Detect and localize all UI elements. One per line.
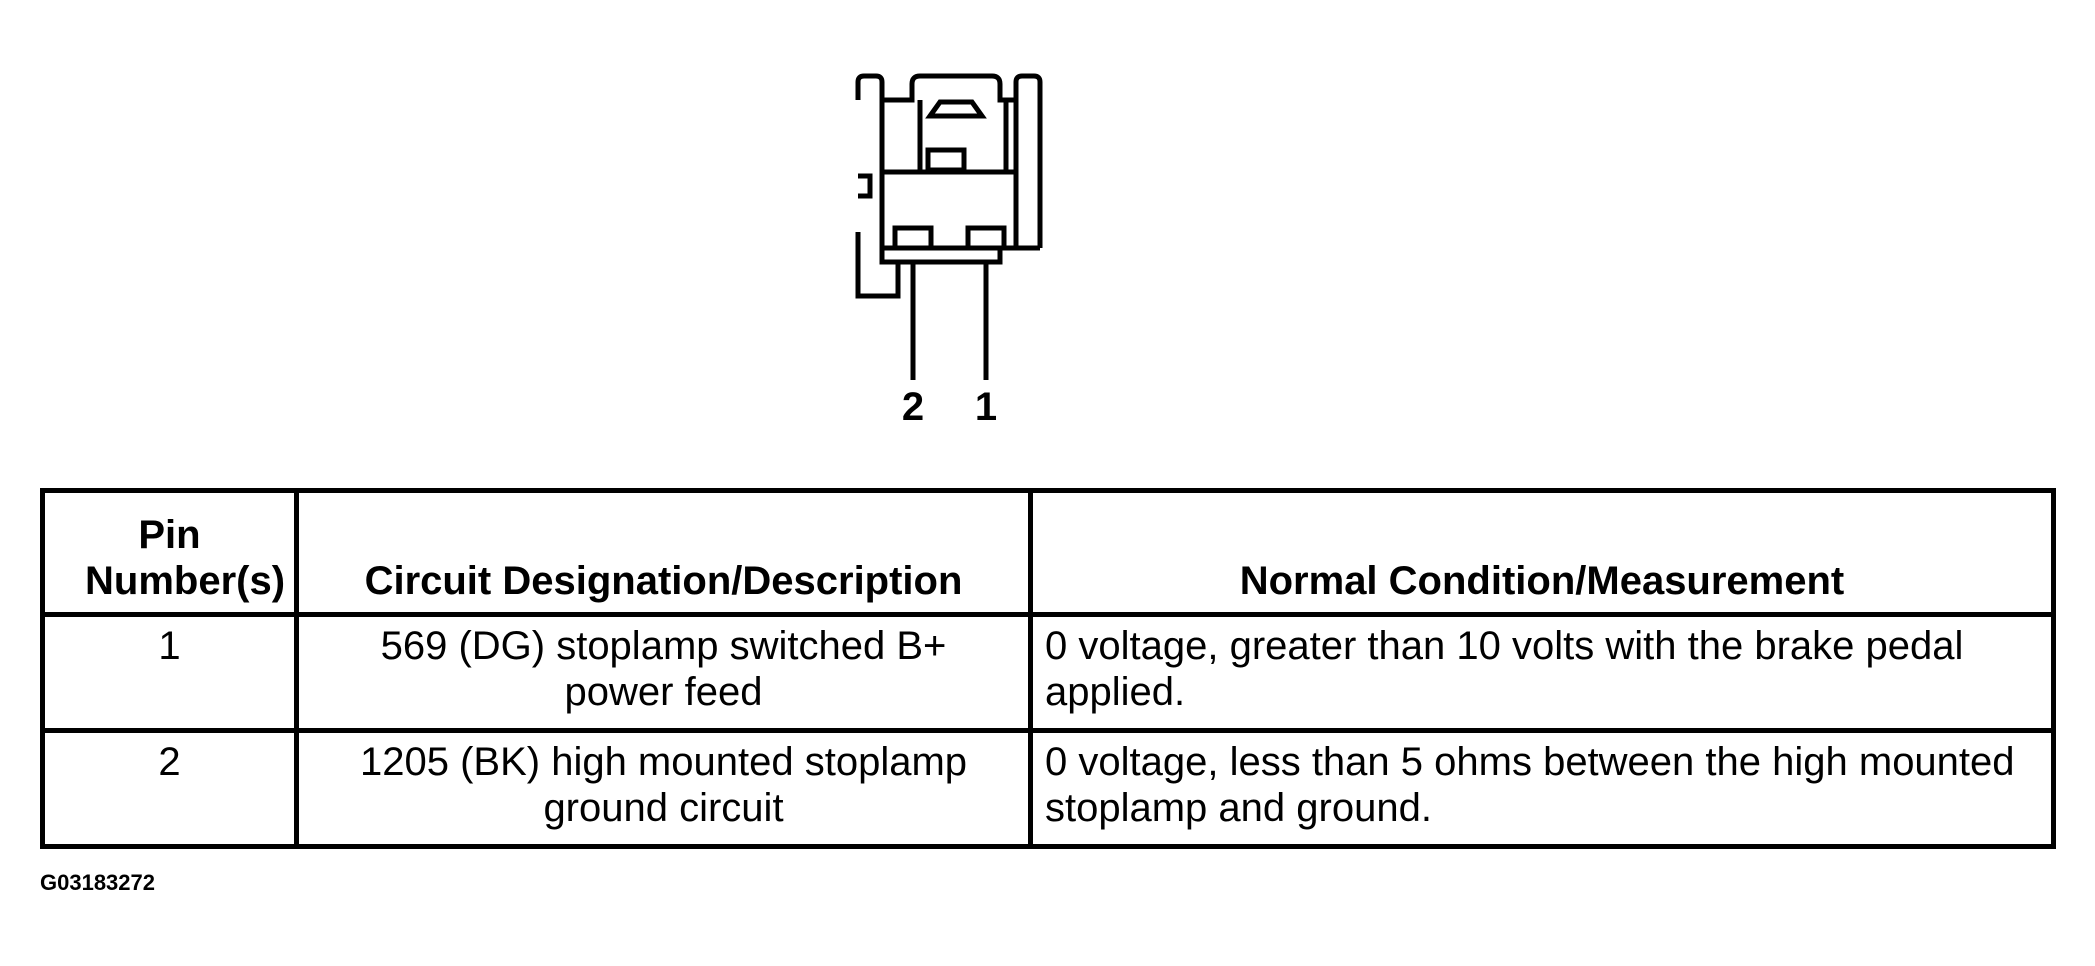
pin-leads [910, 262, 989, 380]
connector-body [855, 73, 1043, 299]
description-cell: 1205 (BK) high mounted stoplamp ground c… [294, 728, 1033, 849]
pin-label-2: 2 [902, 385, 924, 429]
header-pin-numbers: Pin Number(s) [40, 488, 299, 617]
pinout-table: Pin Number(s) Circuit Designation/Descri… [40, 488, 2056, 849]
pin-label-1: 1 [975, 385, 997, 429]
table-row: 2 1205 (BK) high mounted stoplamp ground… [40, 728, 2056, 849]
right-latch [1013, 73, 1043, 248]
measurement-cell: 0 voltage, less than 5 ohms between the … [1028, 728, 2056, 849]
housing-outline [882, 73, 1016, 103]
connector-diagram: 2 1 [855, 73, 1043, 429]
table-header-row: Pin Number(s) Circuit Designation/Descri… [40, 488, 2056, 617]
left-latch [855, 73, 901, 299]
terminal-cavity-1 [965, 225, 1007, 251]
side-bump [858, 173, 873, 199]
header-normal-condition: Normal Condition/Measurement [1028, 488, 2056, 617]
measurement-cell: 0 voltage, greater than 10 volts with th… [1028, 612, 2056, 733]
pin-cell: 1 [40, 612, 299, 733]
header-circuit-description: Circuit Designation/Description [294, 488, 1033, 617]
top-notch [925, 99, 987, 119]
terminal-cavity-2 [892, 225, 934, 251]
table-row: 1 569 (DG) stoplamp switched B+ power fe… [40, 612, 2056, 733]
pin-cell: 2 [40, 728, 299, 849]
description-cell: 569 (DG) stoplamp switched B+ power feed [294, 612, 1033, 733]
figure-id: G03183272 [40, 870, 155, 895]
center-key [925, 147, 967, 173]
